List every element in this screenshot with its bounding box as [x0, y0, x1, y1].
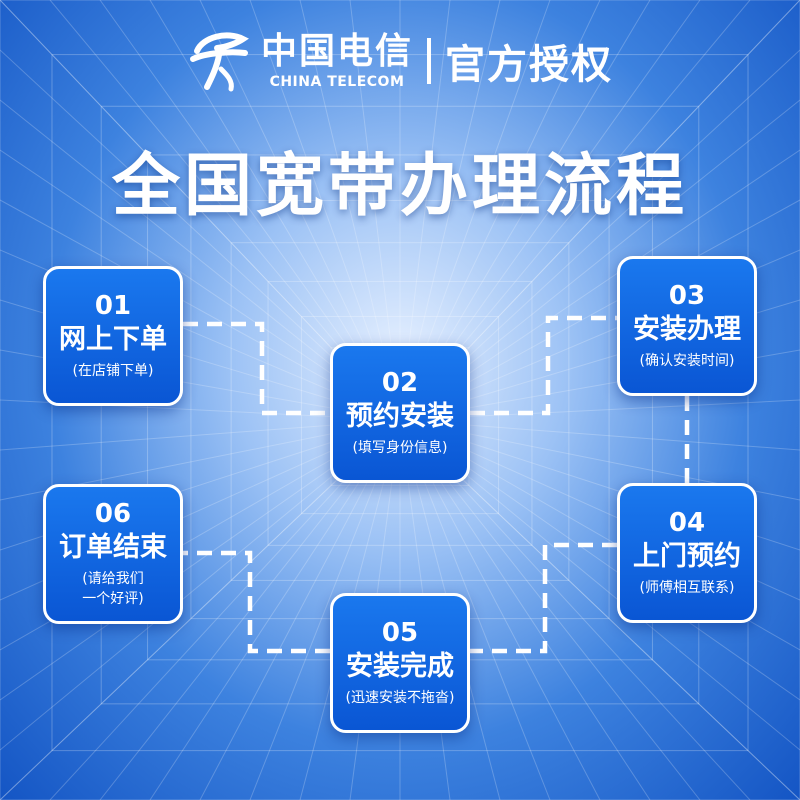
step-description: (填写身份信息): [352, 440, 448, 456]
grid-ray: [399, 419, 751, 800]
step-description: (迅速安装不拖沓): [345, 690, 455, 706]
brand-separator: [427, 38, 431, 84]
step-number: 05: [381, 618, 419, 648]
connector-01-02: [183, 321, 330, 416]
step-title: 订单结束: [59, 532, 167, 563]
step-title: 安装办理: [633, 314, 741, 345]
grid-ray: [399, 419, 800, 800]
brand-name-en: CHINA TELECOM: [269, 74, 405, 90]
step-number: 04: [668, 508, 706, 538]
grid-ray: [199, 419, 401, 800]
step-description: (请给我们 一个好评): [82, 571, 144, 607]
step-title: 安装完成: [346, 651, 454, 682]
brand-header: 中国电信 CHINA TELECOM 官方授权: [0, 22, 800, 100]
step-number: 01: [94, 291, 132, 321]
grid-ray: [399, 419, 601, 800]
grid-ray: [249, 419, 401, 800]
connector-02-03: [470, 315, 617, 416]
brand-text: 中国电信 CHINA TELECOM: [260, 31, 413, 91]
grid-ray: [399, 419, 551, 800]
grid-frame: [230, 242, 570, 581]
step-04-box: 04 上门预约 (师傅相互联系): [617, 483, 757, 623]
step-number: 02: [381, 368, 419, 398]
page-title: 全国宽带办理流程: [111, 147, 688, 226]
step-description: (在店铺下单): [72, 363, 154, 379]
china-telecom-logo-icon: [189, 32, 249, 92]
step-title: 上门预约: [633, 541, 741, 572]
step-description: (确认安装时间): [639, 353, 735, 369]
step-01-box: 01 网上下单 (在店铺下单): [43, 266, 183, 406]
grid-ray: [149, 419, 401, 800]
grid-ray: [399, 419, 800, 800]
grid-ray: [399, 419, 651, 800]
step-06-box: 06 订单结束 (请给我们 一个好评): [43, 484, 183, 624]
grid-ray: [399, 419, 701, 800]
grid-ray: [0, 419, 401, 800]
step-number: 03: [668, 281, 706, 311]
brand-name-cn: 中国电信: [260, 31, 413, 72]
grid-ray: [49, 419, 401, 800]
step-05-box: 05 安装完成 (迅速安装不拖沓): [330, 593, 470, 733]
step-title: 网上下单: [59, 324, 167, 355]
step-description: (师傅相互联系): [639, 580, 735, 596]
step-03-box: 03 安装办理 (确认安装时间): [617, 256, 757, 396]
connector-04-05: [470, 542, 617, 654]
official-authorization-label: 官方授权: [445, 42, 613, 88]
step-number: 06: [94, 499, 132, 529]
step-02-box: 02 预约安装 (填写身份信息): [330, 343, 470, 483]
step-title: 预约安装: [346, 401, 454, 432]
connector-05-06: [183, 550, 330, 654]
grid-ray: [0, 419, 401, 800]
